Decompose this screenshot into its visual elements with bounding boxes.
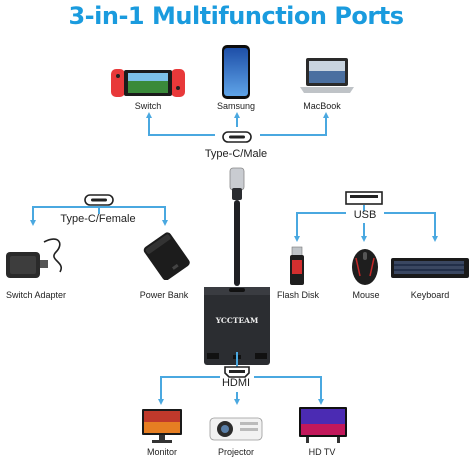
connector-line	[148, 134, 215, 136]
connector-line	[254, 376, 322, 378]
switch-adapter-label: Switch Adapter	[5, 290, 67, 300]
hdmi-port-icon	[224, 366, 250, 378]
arrow-icon	[318, 399, 324, 405]
mouse-icon	[352, 249, 378, 285]
connector-line	[236, 352, 238, 370]
keyboard-label: Keyboard	[410, 290, 450, 300]
samsung-label: Samsung	[216, 101, 256, 111]
arrow-icon	[323, 112, 329, 118]
monitor-label: Monitor	[146, 447, 178, 457]
connector-line	[32, 206, 34, 220]
adapter-brand: YCCTEAM	[215, 316, 259, 325]
connector-line	[320, 376, 322, 400]
power-bank-icon	[143, 232, 190, 280]
connector-line	[296, 212, 346, 214]
connector-line	[325, 117, 327, 135]
type-c-port-icon	[84, 194, 114, 206]
page-title: 3-in-1 Multifunction Ports	[68, 2, 404, 30]
connector-line	[384, 212, 436, 214]
arrow-icon	[234, 399, 240, 405]
type-c-male-label: Type-C/Male	[204, 148, 268, 160]
connector-line	[98, 206, 100, 214]
connector-line	[236, 117, 238, 127]
monitor-icon	[142, 409, 182, 443]
usb-port-icon	[345, 191, 383, 205]
hdmi-label: HDMI	[221, 377, 251, 389]
usb-label: USB	[353, 209, 377, 221]
connector-line	[434, 212, 436, 236]
samsung-phone-icon	[222, 45, 250, 99]
switch-label: Switch	[134, 101, 162, 111]
arrow-icon	[158, 399, 164, 405]
connector-line	[363, 223, 365, 236]
flash-disk-icon	[290, 246, 304, 285]
hd-tv-label: HD TV	[308, 447, 336, 457]
connector-line	[363, 205, 365, 211]
arrow-icon	[234, 112, 240, 118]
arrow-icon	[146, 112, 152, 118]
switch-adapter-icon	[6, 238, 63, 278]
connector-line	[32, 206, 166, 208]
macbook-label: MacBook	[303, 101, 341, 111]
type-c-female-label: Type-C/Female	[60, 213, 136, 225]
type-c-plug-icon	[222, 131, 252, 143]
macbook-icon	[300, 58, 354, 93]
connector-line	[296, 212, 298, 236]
connector-line	[160, 376, 220, 378]
connector-line	[160, 376, 162, 400]
arrow-icon	[30, 220, 36, 226]
connector-line	[164, 206, 166, 220]
flash-disk-label: Flash Disk	[276, 290, 320, 300]
hd-tv-icon	[299, 407, 347, 443]
arrow-icon	[294, 236, 300, 242]
connector-line	[236, 392, 238, 400]
keyboard-icon	[391, 258, 469, 278]
switch-console-icon	[111, 69, 185, 97]
power-bank-label: Power Bank	[139, 290, 189, 300]
arrow-icon	[361, 236, 367, 242]
arrow-icon	[162, 220, 168, 226]
connector-line	[148, 117, 150, 135]
connector-line	[260, 134, 327, 136]
usb-c-cable-icon	[229, 167, 245, 286]
projector-icon	[209, 417, 263, 441]
projector-label: Projector	[217, 447, 255, 457]
mouse-label: Mouse	[352, 290, 380, 300]
arrow-icon	[432, 236, 438, 242]
